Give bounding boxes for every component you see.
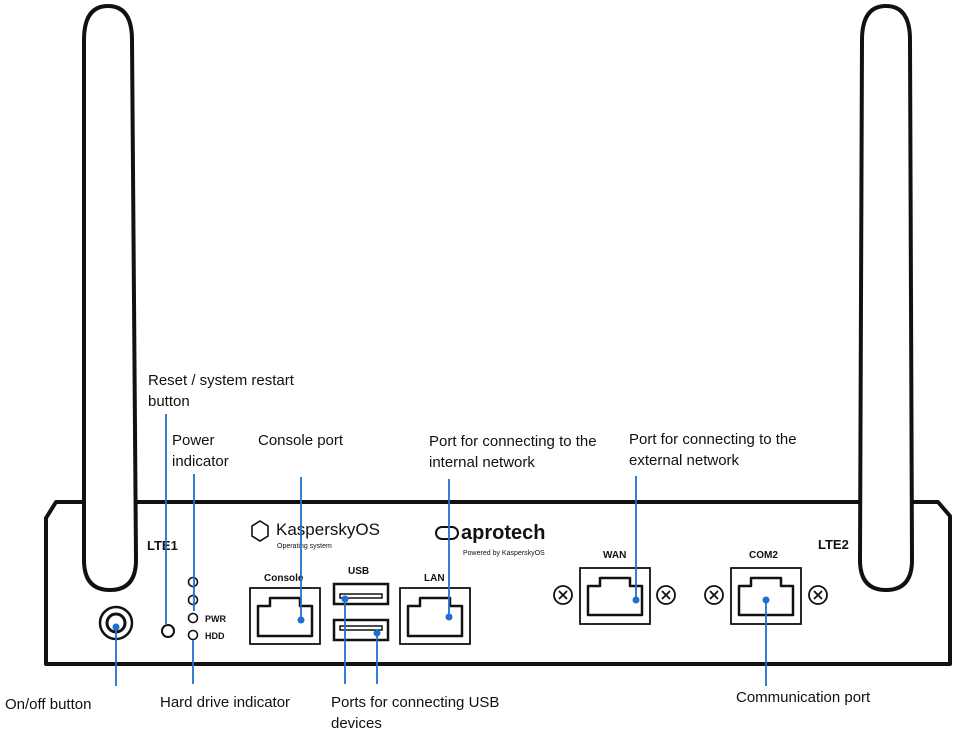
callout-power-line1: Power [172, 432, 215, 449]
com2-label: COM2 [749, 550, 778, 561]
lan-label: LAN [424, 573, 445, 584]
callout-dot-lan [445, 613, 453, 621]
callout-dot-wan [632, 596, 640, 604]
callout-lines [112, 414, 770, 686]
callout-communication-text: Communication port [736, 689, 871, 706]
wan-screw-left-icon [553, 585, 573, 605]
callout-dot-usb-top [341, 595, 349, 603]
lan-port[interactable] [399, 587, 471, 645]
aprotech-subtitle: Powered by KasperskyOS [463, 550, 545, 557]
wan-port[interactable] [579, 567, 651, 625]
hdd-label: HDD [205, 631, 225, 641]
lte2-label: LTE2 [818, 537, 849, 552]
com2-screw-left-icon [704, 585, 724, 605]
callout-console-port: Console port [258, 430, 343, 451]
callout-power: Power indicator [172, 430, 229, 472]
callout-usb-line1: Ports for connecting USB [331, 694, 500, 711]
callout-dot-usb-bottom [373, 629, 381, 637]
callout-internal-line2: internal network [429, 454, 535, 471]
console-label: Console [264, 573, 304, 584]
hdd-led [187, 629, 199, 641]
callout-dot-onoff [112, 623, 120, 631]
callout-power-line2: indicator [172, 453, 229, 470]
pwr-led [187, 612, 199, 624]
aprotech-logo: aprotech Powered by KasperskyOS [435, 522, 545, 557]
lte1-label: LTE1 [147, 538, 178, 553]
kaspersky-logo-text: KasperskyOS [276, 520, 380, 539]
callout-hdd-text: Hard drive indicator [160, 694, 291, 711]
callout-usb-line2: devices [331, 715, 382, 732]
callout-reset-line1: Reset / system restart [148, 372, 294, 389]
callout-usb: Ports for connecting USB devices [331, 692, 499, 734]
callout-external-network: Port for connecting to the external netw… [629, 429, 797, 471]
wan-screw-right-icon [656, 585, 676, 605]
antenna-right [857, 3, 915, 593]
aprotech-logo-text: aprotech [461, 522, 545, 544]
usb-label: USB [348, 566, 369, 577]
reset-button[interactable] [161, 624, 175, 638]
usb-port-top[interactable] [332, 582, 390, 606]
callout-external-line2: external network [629, 452, 740, 469]
callout-reset: Reset / system restart button [148, 370, 294, 412]
usb-port-bottom[interactable] [332, 618, 390, 642]
hexagon-icon [251, 520, 269, 542]
callout-hdd: Hard drive indicator [160, 692, 290, 713]
pwr-label: PWR [205, 614, 226, 624]
wan-label: WAN [603, 550, 626, 561]
led-indicator-2 [187, 594, 199, 606]
com2-screw-right-icon [808, 585, 828, 605]
callout-dot-console [297, 616, 305, 624]
callout-internal-line1: Port for connecting to the [429, 433, 597, 450]
callout-internal-network: Port for connecting to the internal netw… [429, 431, 597, 473]
antenna-left [82, 3, 139, 593]
callout-console-port-text: Console port [258, 432, 344, 449]
kaspersky-subtitle: Operating system [277, 543, 332, 550]
aprotech-pill-icon [435, 526, 459, 540]
callout-external-line1: Port for connecting to the [629, 431, 797, 448]
callout-onoff: On/off button [5, 694, 91, 715]
led-indicator-1 [187, 576, 199, 588]
callout-communication: Communication port [736, 687, 870, 708]
console-port[interactable] [249, 587, 321, 645]
callout-dot-com2 [762, 596, 770, 604]
callout-reset-line2: button [148, 393, 190, 410]
callout-onoff-text: On/off button [5, 696, 92, 713]
kaspersky-logo: KasperskyOS Operating system [251, 520, 380, 550]
